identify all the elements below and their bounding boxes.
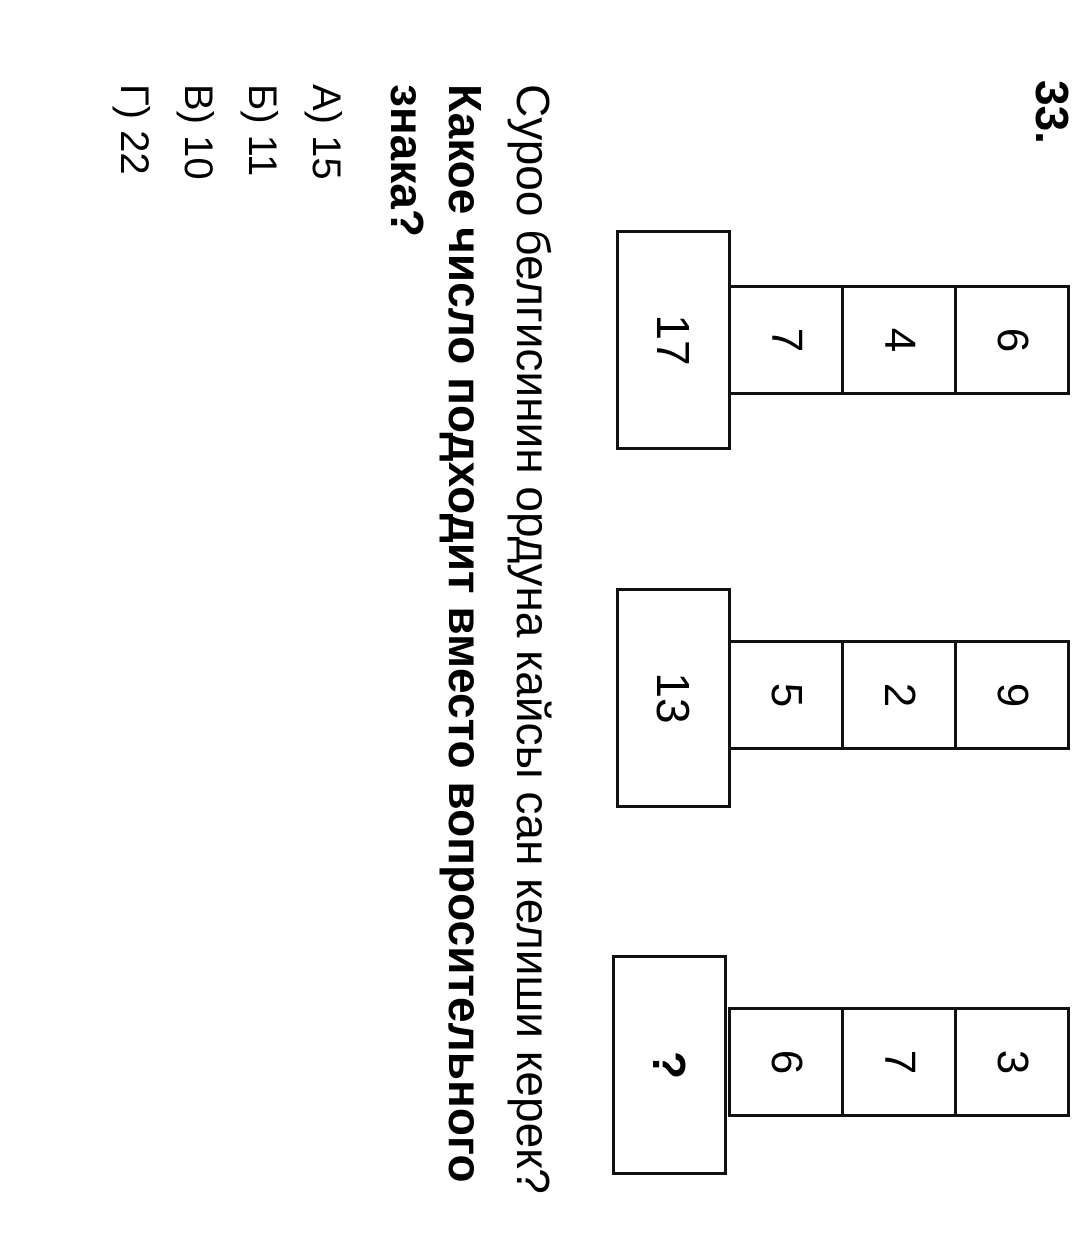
option-c[interactable]: В) 10 — [176, 84, 220, 180]
puzzle-2-cell-2: 2 — [841, 640, 957, 750]
question-text-block: Суроо белгисинин ордуна кайсы сан келиши… — [102, 84, 560, 1204]
puzzle-3-cell-1: 3 — [954, 1007, 1070, 1117]
puzzle-1-result: 17 — [616, 230, 731, 450]
question-text-kyrgyz: Суроо белгисинин ордуна кайсы сан келиши… — [507, 84, 559, 1194]
option-d[interactable]: Г) 22 — [112, 84, 156, 175]
question-number: 33. — [1026, 80, 1078, 144]
answer-options: А) 15 Б) 11 В) 10 Г) 22 — [102, 84, 358, 1204]
puzzle-1-cell-1: 6 — [954, 285, 1070, 395]
puzzle-1-cell-2: 4 — [841, 285, 957, 395]
puzzle-1-cell-3: 7 — [728, 285, 844, 395]
puzzle-2-result: 13 — [616, 588, 731, 808]
puzzle-3-result: ? — [612, 955, 727, 1175]
option-a[interactable]: А) 15 — [304, 84, 348, 180]
puzzle-3-cell-3: 6 — [728, 1007, 844, 1117]
option-b[interactable]: Б) 11 — [240, 84, 284, 177]
puzzle-2-cell-1: 9 — [954, 640, 1070, 750]
puzzle-2-cell-3: 5 — [728, 640, 844, 750]
question-text-russian: Какое число подходит вместо вопросительн… — [381, 84, 491, 1183]
puzzle-3-cell-2: 7 — [841, 1007, 957, 1117]
